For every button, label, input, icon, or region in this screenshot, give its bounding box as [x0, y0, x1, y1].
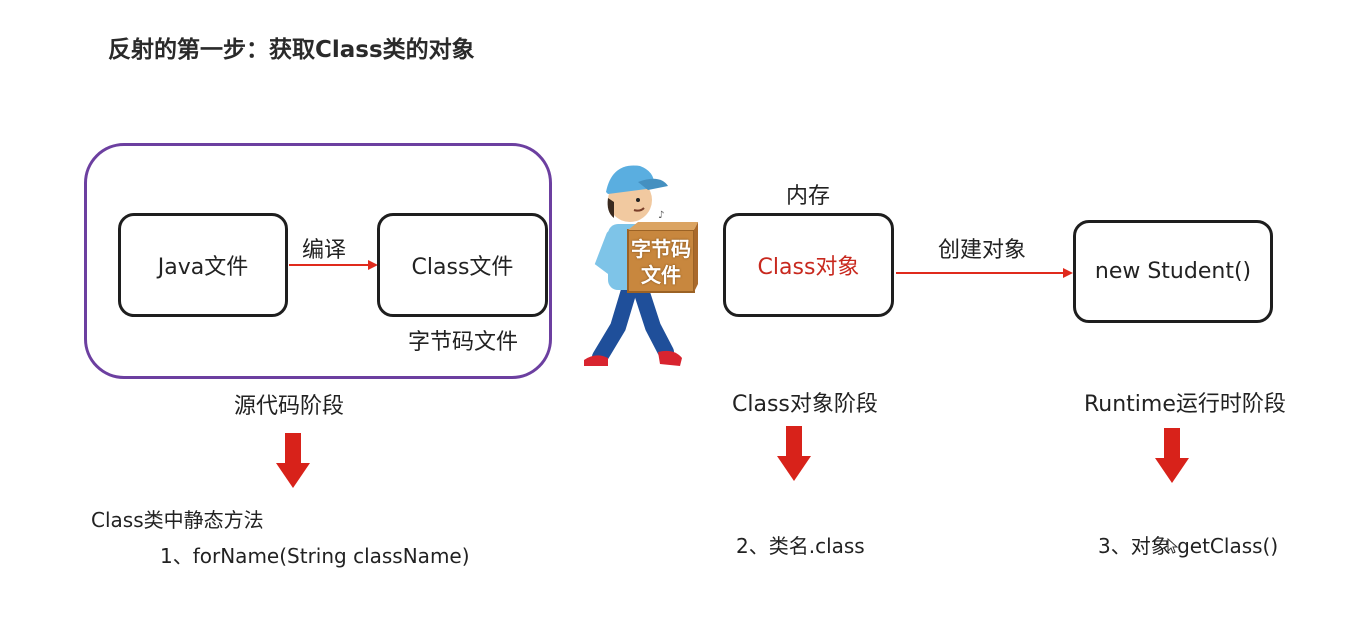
class-object-label: Class对象	[757, 255, 860, 280]
new-student-label: new Student()	[1094, 259, 1252, 284]
method-forname: 1、forName(String className)	[160, 544, 470, 568]
worker-carrying-box-illustration: ♪ 字节码 文件	[578, 152, 698, 376]
down-arrow-icon	[1155, 428, 1189, 484]
create-object-arrow-head	[1063, 268, 1073, 278]
worker-box-text: 字节码 文件	[628, 236, 694, 288]
worker-box-text-line1: 字节码	[631, 237, 691, 261]
down-arrow-icon	[276, 433, 310, 489]
class-file-box: Class文件	[377, 213, 548, 317]
java-file-box: Java文件	[118, 213, 288, 317]
worker-box-text-line2: 文件	[641, 263, 681, 287]
java-file-label: Java文件	[157, 255, 249, 280]
method-class-literal: 2、类名.class	[736, 534, 865, 558]
class-object-box: Class对象	[723, 213, 894, 317]
memory-label: 内存	[786, 184, 831, 209]
compile-label: 编译	[302, 238, 347, 263]
svg-text:♪: ♪	[658, 210, 664, 221]
static-method-header: Class类中静态方法	[91, 508, 264, 532]
down-arrow-icon	[777, 426, 811, 482]
class-file-label: Class文件	[411, 255, 514, 280]
compile-arrow-line	[289, 264, 369, 266]
method-getclass: 3、对象.getClass()	[1098, 534, 1279, 558]
new-student-box: new Student()	[1073, 220, 1273, 323]
create-object-arrow-line	[896, 272, 1064, 274]
runtime-stage-label: Runtime运行时阶段	[1084, 392, 1286, 417]
bytecode-file-label: 字节码文件	[408, 330, 519, 355]
source-stage-group	[84, 143, 552, 379]
source-stage-label: 源代码阶段	[234, 394, 345, 419]
mouse-cursor-icon	[1167, 537, 1179, 558]
page-title: 反射的第一步：获取Class类的对象	[108, 37, 475, 63]
create-object-label: 创建对象	[938, 238, 1027, 263]
class-object-stage-label: Class对象阶段	[732, 392, 878, 417]
compile-arrow-head	[368, 260, 378, 270]
